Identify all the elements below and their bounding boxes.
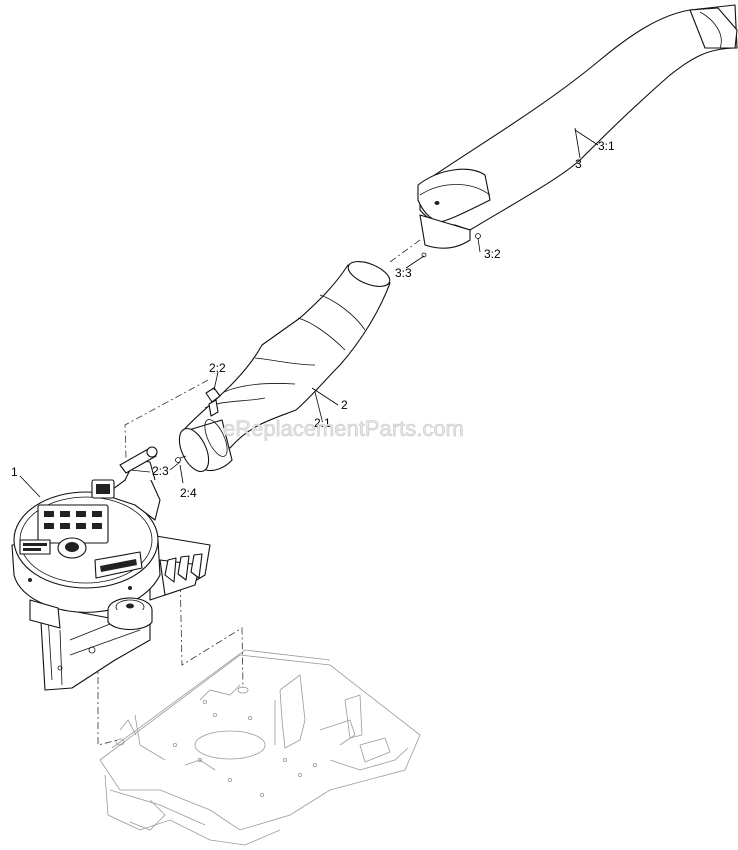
callout-2-2: 2:2	[209, 361, 226, 375]
watermark-text: eReplacementParts.com	[223, 416, 464, 441]
callout-labels: 1 2 2:1 2:2 2:3 2:4 3 3:1 3:2 3:3	[11, 139, 615, 500]
upper-discharge-tube	[417, 4, 738, 258]
mower-deck-frame	[99, 649, 421, 846]
callout-2: 2	[341, 398, 348, 412]
callout-2-4: 2:4	[180, 486, 197, 500]
blower-housing	[11, 446, 211, 691]
callout-1: 1	[11, 465, 18, 479]
callout-2-3: 2:3	[152, 464, 169, 478]
callout-2-1: 2:1	[314, 416, 331, 430]
callout-3-2: 3:2	[484, 247, 501, 261]
callout-3-1: 3:1	[598, 139, 615, 153]
leader-lines	[19, 127, 599, 498]
callout-3: 3	[575, 157, 582, 171]
lower-discharge-tube	[175, 261, 391, 473]
callout-3-3: 3:3	[395, 266, 412, 280]
